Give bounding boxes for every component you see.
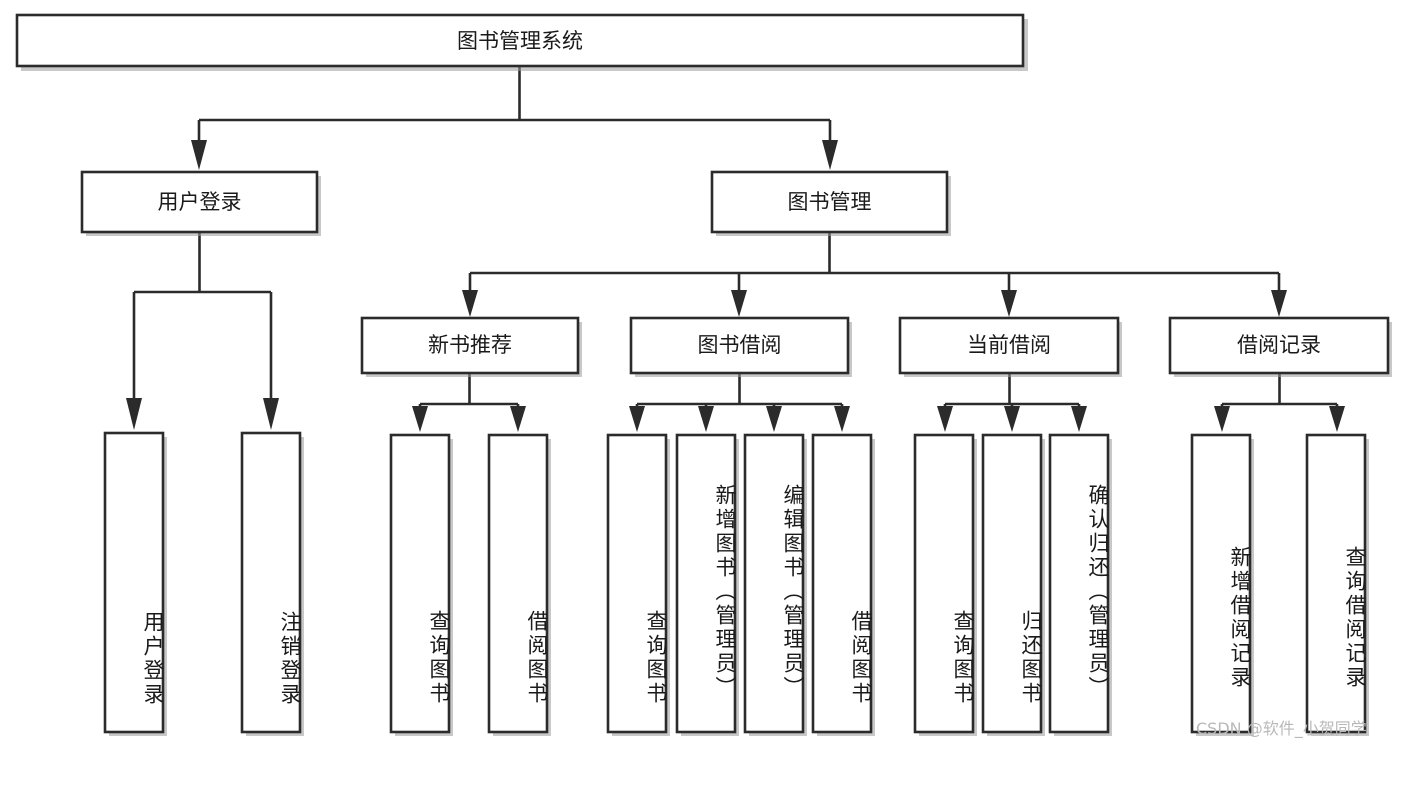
leaf-boxes [103, 431, 1369, 736]
arrow-leaf-edit-book-icon [766, 406, 782, 432]
leaf-query-book-1-box[interactable] [389, 433, 451, 734]
leaf-add-record-box[interactable] [1190, 433, 1252, 734]
arrow-book-management-icon [822, 140, 838, 170]
node-current-borrow-box[interactable] [898, 316, 1120, 375]
leaf-logout-login-box[interactable] [240, 431, 302, 734]
diagram-canvas: 图书管理系统 用户登录 图书管理 新书推荐 图书借阅 当前借阅 [15, 13, 1392, 738]
leaf-add-book-box[interactable] [675, 433, 737, 734]
leaf-query-book-3-box[interactable] [913, 433, 975, 734]
arrow-leaf-query-record-icon [1329, 406, 1345, 432]
node-user-login-box[interactable] [80, 170, 319, 234]
node-borrow-record[interactable]: 借阅记录 [1168, 316, 1392, 377]
arrow-current-borrow-icon [1001, 290, 1017, 317]
leaf-borrow-book-1-box[interactable] [487, 433, 549, 734]
arrow-leaf-logout-login-icon [263, 398, 279, 430]
node-new-book-recommend-box[interactable] [360, 316, 580, 375]
node-book-management-box[interactable] [710, 170, 949, 234]
arrow-book-borrow-icon [731, 290, 747, 317]
node-book-management-label: 图书管理 [788, 190, 872, 214]
leaf-borrow-book-2-box[interactable] [811, 433, 873, 734]
leaf-return-book-box[interactable] [981, 433, 1043, 734]
arrow-leaf-user-login-icon [126, 398, 142, 430]
node-borrow-record-box[interactable] [1168, 316, 1390, 375]
arrow-leaf-return-book-icon [1004, 406, 1020, 432]
node-user-login[interactable]: 用户登录 [80, 170, 321, 236]
arrow-leaf-query-book-2-icon [629, 406, 645, 432]
connector-group [126, 66, 1345, 432]
arrow-new-book-recommend-icon [462, 290, 478, 317]
arrow-user-login-icon [191, 140, 207, 170]
leaf-user-login-box[interactable] [103, 431, 165, 734]
node-root[interactable]: 图书管理系统 [15, 13, 1028, 71]
node-book-management[interactable]: 图书管理 [710, 170, 951, 236]
node-user-login-label: 用户登录 [158, 190, 242, 214]
arrow-leaf-add-book-icon [698, 406, 714, 432]
arrow-leaf-borrow-book-1-icon [510, 406, 526, 432]
tree-diagram-svg: 图书管理系统 用户登录 图书管理 新书推荐 图书借阅 当前借阅 [15, 13, 1392, 736]
node-book-borrow-label: 图书借阅 [698, 333, 782, 357]
arrow-leaf-add-record-icon [1214, 406, 1230, 432]
leaf-query-record-box[interactable] [1305, 433, 1367, 734]
arrow-leaf-confirm-return-icon [1071, 406, 1087, 432]
node-current-borrow-label: 当前借阅 [967, 333, 1051, 357]
node-book-borrow[interactable]: 图书借阅 [629, 316, 852, 377]
node-root-label: 图书管理系统 [457, 29, 583, 53]
node-borrow-record-label: 借阅记录 [1237, 333, 1321, 357]
leaf-query-book-2-box[interactable] [606, 433, 668, 734]
leaf-confirm-return-box[interactable] [1048, 433, 1110, 734]
node-current-borrow[interactable]: 当前借阅 [898, 316, 1122, 377]
arrow-leaf-query-book-1-icon [412, 406, 428, 432]
arrow-leaf-query-book-3-icon [937, 406, 953, 432]
node-book-borrow-box[interactable] [629, 316, 850, 375]
node-root-box[interactable] [15, 13, 1025, 68]
arrow-borrow-record-icon [1271, 290, 1287, 317]
node-new-book-recommend[interactable]: 新书推荐 [360, 316, 582, 377]
leaf-edit-book-box[interactable] [743, 433, 805, 734]
arrow-leaf-borrow-book-2-icon [834, 406, 850, 432]
watermark-text: CSDN @软件_小贺同学 [1196, 719, 1367, 738]
node-new-book-recommend-label: 新书推荐 [428, 333, 512, 357]
